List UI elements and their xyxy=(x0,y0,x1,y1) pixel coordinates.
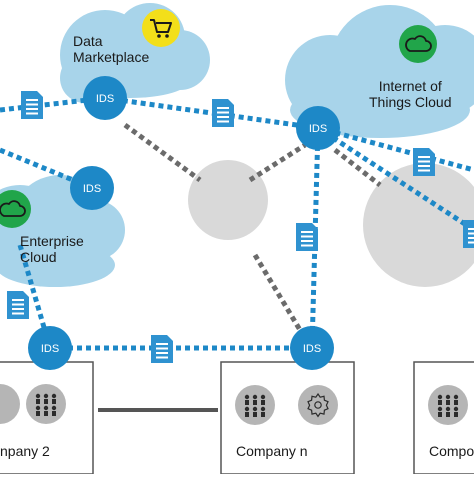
connector-marketplace-ids-to-iot-ids xyxy=(104,95,319,131)
grey-node-right xyxy=(363,163,474,287)
connector-marketplace-left-down xyxy=(0,147,86,188)
ids-node-iot: IDS xyxy=(296,106,340,150)
ids-node-company-2-label: IDS xyxy=(41,343,59,355)
document-icon-top-middle xyxy=(212,99,234,127)
shopping-cart-icon xyxy=(142,9,180,47)
connector-iot-ids-to-lower-right xyxy=(316,125,474,233)
ids-node-marketplace: IDS xyxy=(83,76,127,120)
company-2-participants-icon xyxy=(0,384,66,424)
iot-cloud xyxy=(285,5,474,138)
company-n-participants-icon xyxy=(235,385,275,425)
ids-node-enterprise: IDS xyxy=(70,166,114,210)
enterprise-cloud-label: Enterprise Cloud xyxy=(20,233,84,265)
ids-connector-nodes: IDS IDS IDS IDS IDS xyxy=(28,76,340,370)
data-marketplace-label: Data Marketplace xyxy=(73,33,149,65)
data-document-icons xyxy=(7,91,474,363)
gray-connector-iot-to-right-node xyxy=(333,148,382,187)
document-icon-middle-vertical xyxy=(296,223,318,251)
ids-node-company-n-label: IDS xyxy=(303,343,321,355)
iot-cloud-label-line2: Things Cloud xyxy=(369,94,452,111)
enterprise-cloud-label-line2: Cloud xyxy=(20,249,57,266)
document-icon-right-edge xyxy=(463,220,474,248)
gray-connector-center-to-company-n xyxy=(252,253,303,332)
document-icon-right-upper xyxy=(413,148,435,176)
document-icon-left-vertical xyxy=(7,291,29,319)
company-partial-label: Compo xyxy=(429,443,474,459)
document-icon-top-left xyxy=(21,91,43,119)
ids-node-enterprise-label: IDS xyxy=(83,183,101,195)
gray-connector-marketplace-to-center xyxy=(123,122,202,183)
company-n-label: Company n xyxy=(236,443,308,459)
iot-cloud-icon xyxy=(399,25,437,63)
company-n-service-gear-icon xyxy=(298,385,338,425)
gray-connector-center-to-iot xyxy=(248,142,307,183)
ids-node-marketplace-label: IDS xyxy=(96,93,114,105)
ids-node-iot-label: IDS xyxy=(309,123,327,135)
document-icon-bottom-middle xyxy=(151,335,173,363)
ids-node-company-n: IDS xyxy=(290,326,334,370)
enterprise-cloud-label-line1: Enterprise xyxy=(20,233,84,249)
data-marketplace-label-line1: Data xyxy=(73,33,103,49)
company-2-label: npany 2 xyxy=(0,443,50,459)
enterprise-cloud-icon xyxy=(0,190,31,228)
company-partial-participants-icon xyxy=(428,385,468,425)
ids-node-company-2: IDS xyxy=(28,326,72,370)
iot-cloud-label-line1: Internet of xyxy=(378,78,442,94)
grey-node-center xyxy=(188,160,268,240)
gray-connectors xyxy=(123,122,382,332)
data-marketplace-label-line2: Marketplace xyxy=(73,49,150,66)
iot-cloud-label: Internet of Things Cloud xyxy=(369,78,452,110)
